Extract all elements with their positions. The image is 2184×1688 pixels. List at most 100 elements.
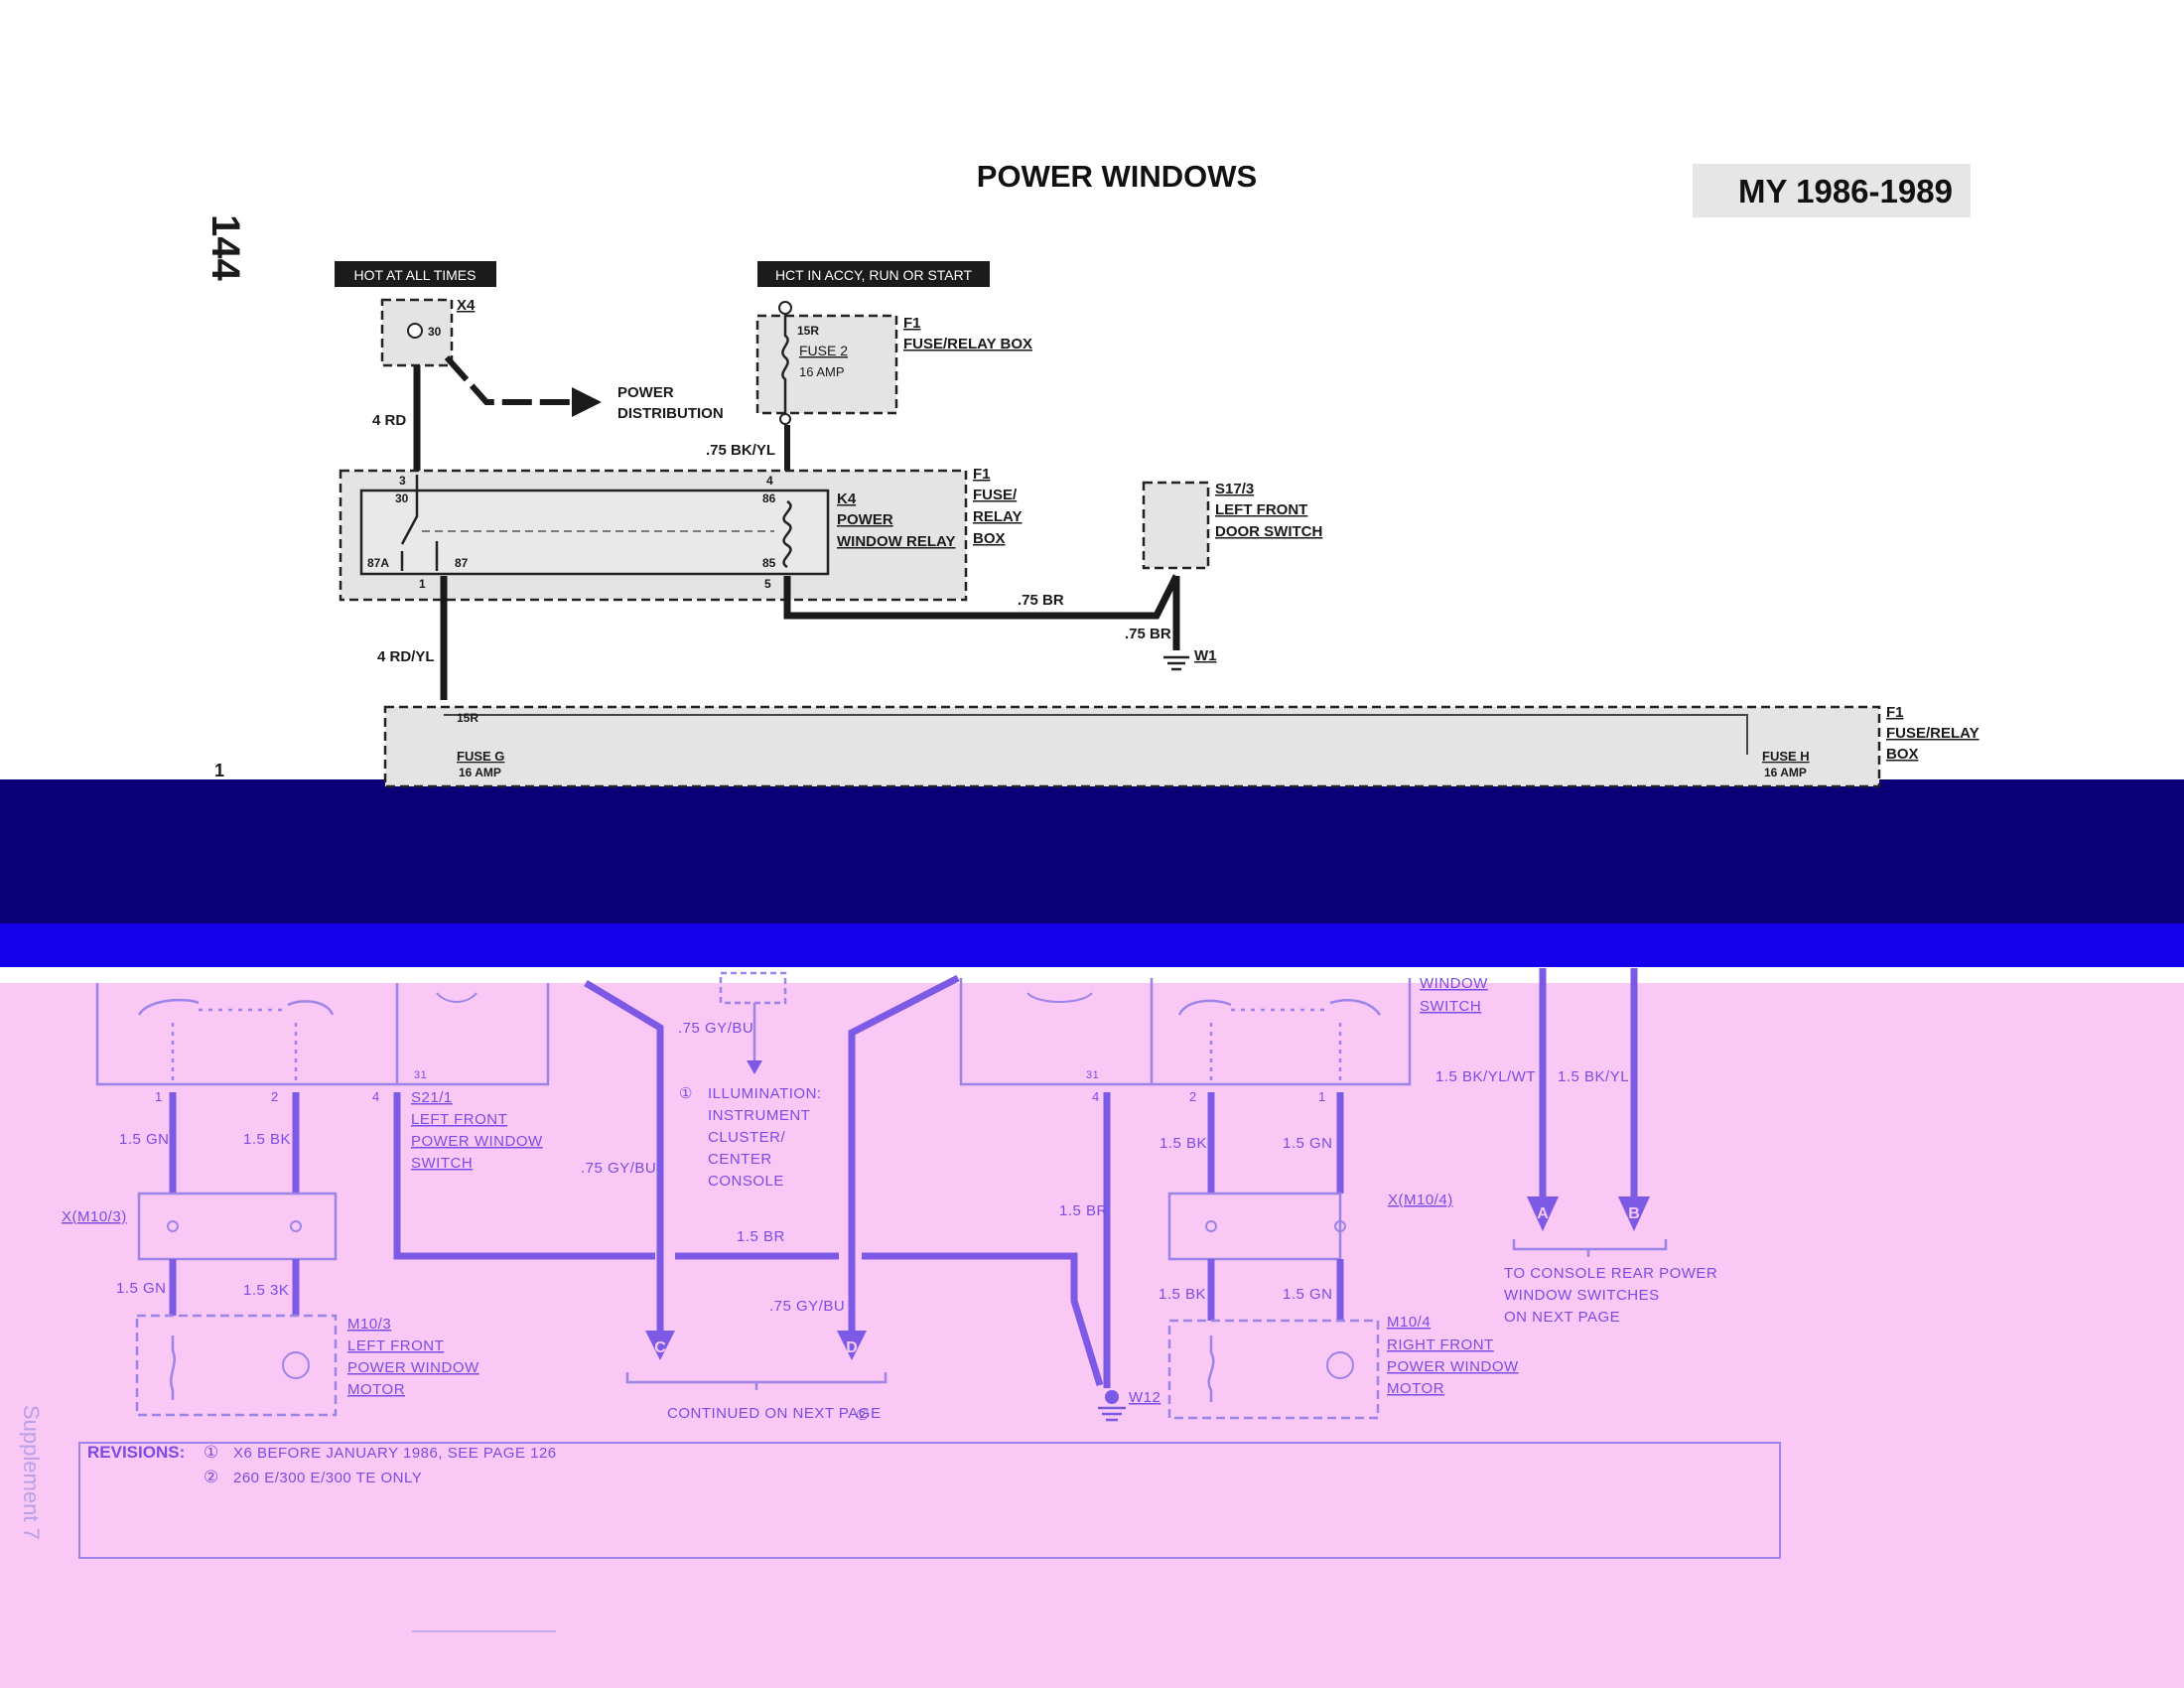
right-switch-l1: WINDOW <box>1420 975 1488 992</box>
wire-4rd-label: 4 RD <box>372 412 406 429</box>
fuse2-box-name: FUSE/RELAY BOX <box>903 336 1032 352</box>
left-switch-body <box>95 983 550 1086</box>
rear-switch-l2: WINDOW SWITCHES <box>1504 1287 1660 1304</box>
illumination-l1: ILLUMINATION: <box>708 1085 822 1102</box>
relay-pin-5: 5 <box>764 577 771 591</box>
right-wire-gn-2: 1.5 GN <box>1283 1286 1333 1303</box>
hot-at-all-times-label: HOT AT ALL TIMES <box>354 267 477 283</box>
door-switch-box <box>1142 481 1210 570</box>
page-title: POWER WINDOWS <box>977 159 1257 194</box>
ground-w12-terminal <box>1105 1390 1119 1404</box>
fuse2-box <box>755 314 898 415</box>
power-distribution-label-1: POWER <box>617 384 674 401</box>
fuse-g-label: FUSE G <box>457 749 504 764</box>
relay-pin-4: 4 <box>766 474 773 488</box>
left-motor-l2: POWER WINDOW <box>347 1359 479 1376</box>
right-wire-gn: 1.5 GN <box>1283 1135 1333 1152</box>
right-motor-box <box>1167 1319 1380 1420</box>
pink-tint-region <box>0 983 2184 1688</box>
revision-mark-2: ② <box>204 1468 219 1486</box>
left-switch-contacts <box>171 1023 298 1082</box>
illumination-l4: CENTER <box>708 1151 772 1168</box>
relay-coil <box>782 499 792 569</box>
fuse-box-f1: F1 <box>1886 704 1904 721</box>
left-wire-bk-2: 1.5 3K <box>243 1282 289 1299</box>
wire-gybu-left <box>584 979 664 1331</box>
relay-box-l2: RELAY <box>973 508 1022 525</box>
model-year-label: MY 1986-1989 <box>1738 173 1953 210</box>
revision-text-1: X6 BEFORE JANUARY 1986, SEE PAGE 126 <box>233 1445 557 1462</box>
left-connector-pin-a <box>167 1220 179 1232</box>
left-switch-to-connector-wires <box>169 1092 300 1194</box>
connector-b-label: B <box>1628 1205 1640 1222</box>
relay-pin-87: 87 <box>455 556 469 570</box>
fuse2-element <box>781 314 789 415</box>
left-connector-ref: X(M10/3) <box>62 1208 127 1225</box>
right-motor-symbol <box>1326 1351 1354 1379</box>
left-switch-l1: LEFT FRONT <box>411 1111 507 1128</box>
left-switch-ref: S21/1 <box>411 1089 453 1106</box>
revisions-label: REVISIONS: <box>87 1443 185 1462</box>
right-motor-l2: POWER WINDOW <box>1387 1358 1519 1375</box>
fuse2-label: FUSE 2 <box>799 343 848 358</box>
left-motor-l3: MOTOR <box>347 1381 405 1398</box>
rear-switch-l1: TO CONSOLE REAR POWER <box>1504 1265 1717 1282</box>
k4-relay-body <box>359 489 830 576</box>
fuse-g-rating: 16 AMP <box>459 766 501 779</box>
continued-bracket <box>625 1372 887 1390</box>
fuse2-terminal: 15R <box>797 324 819 338</box>
right-pin-31: 31 <box>1086 1069 1099 1081</box>
ground-w1: W1 <box>1194 647 1217 664</box>
band-gap-strip <box>0 967 2184 983</box>
fuse-relay-box-lower <box>383 705 1881 788</box>
fuse-box-terminal: 15R <box>457 711 478 725</box>
left-switch-rockers <box>137 998 335 1016</box>
right-motor-ref: M10/4 <box>1387 1314 1431 1331</box>
relay-name-1: POWER <box>837 511 893 528</box>
right-wire-bk-2: 1.5 BK <box>1159 1286 1206 1303</box>
left-motor-l1: LEFT FRONT <box>347 1337 444 1354</box>
wire-br-center <box>675 1252 1104 1387</box>
relay-name-2: WINDOW RELAY <box>837 533 955 550</box>
relay-pin-3: 3 <box>399 474 406 488</box>
wire-75bkyl-label: .75 BK/YL <box>706 442 775 459</box>
right-pin-4: 4 <box>1092 1089 1100 1104</box>
fuse-h-label: FUSE H <box>1762 749 1810 764</box>
x4-terminal-number: 30 <box>428 325 442 339</box>
relay-box-f1: F1 <box>973 466 991 483</box>
right-connector-box <box>1167 1192 1342 1261</box>
illumination-arrow <box>747 1060 762 1074</box>
left-motor-ref: M10/3 <box>347 1316 391 1333</box>
center-note-2: ② <box>856 1407 870 1424</box>
center-wire-br-label: 1.5 BR <box>737 1228 785 1245</box>
center-wire-right-label: .75 GY/BU <box>769 1298 845 1315</box>
left-pin-31: 31 <box>414 1069 427 1081</box>
left-connector-pin-b <box>290 1220 302 1232</box>
power-distribution-label-2: DISTRIBUTION <box>617 405 724 422</box>
ground-w1-symbol <box>1163 655 1189 671</box>
left-connector-to-motor-wires <box>169 1259 300 1316</box>
right-connector-ref: X(M10/4) <box>1388 1192 1453 1208</box>
illumination-l3: CLUSTER/ <box>708 1129 786 1146</box>
continued-label: CONTINUED ON NEXT PAGE <box>667 1405 881 1422</box>
relay-pin-87a: 8⁠7A <box>367 556 389 570</box>
right-motor-l1: RIGHT FRONT <box>1387 1336 1494 1353</box>
right-connector-to-motor-wires <box>1207 1259 1344 1321</box>
x4-terminal <box>407 323 423 339</box>
relay-box-l3: BOX <box>973 530 1006 547</box>
relay-pin-86: 86 <box>762 492 776 505</box>
left-switch-l2: POWER WINDOW <box>411 1133 543 1150</box>
wire-75br-a <box>783 574 1180 620</box>
left-pin-2: 2 <box>271 1089 279 1104</box>
relay-contacts <box>400 475 439 571</box>
left-motor-breaker <box>170 1336 176 1400</box>
center-note-1: ① <box>679 1085 693 1102</box>
right-switch-l2: SWITCH <box>1420 998 1481 1015</box>
left-motor-symbol <box>282 1351 310 1379</box>
left-switch-lamp <box>436 992 478 1003</box>
connector-d-arrow <box>837 1331 867 1360</box>
navy-obscuring-band <box>0 779 2184 923</box>
left-pin-4: 4 <box>372 1089 380 1104</box>
